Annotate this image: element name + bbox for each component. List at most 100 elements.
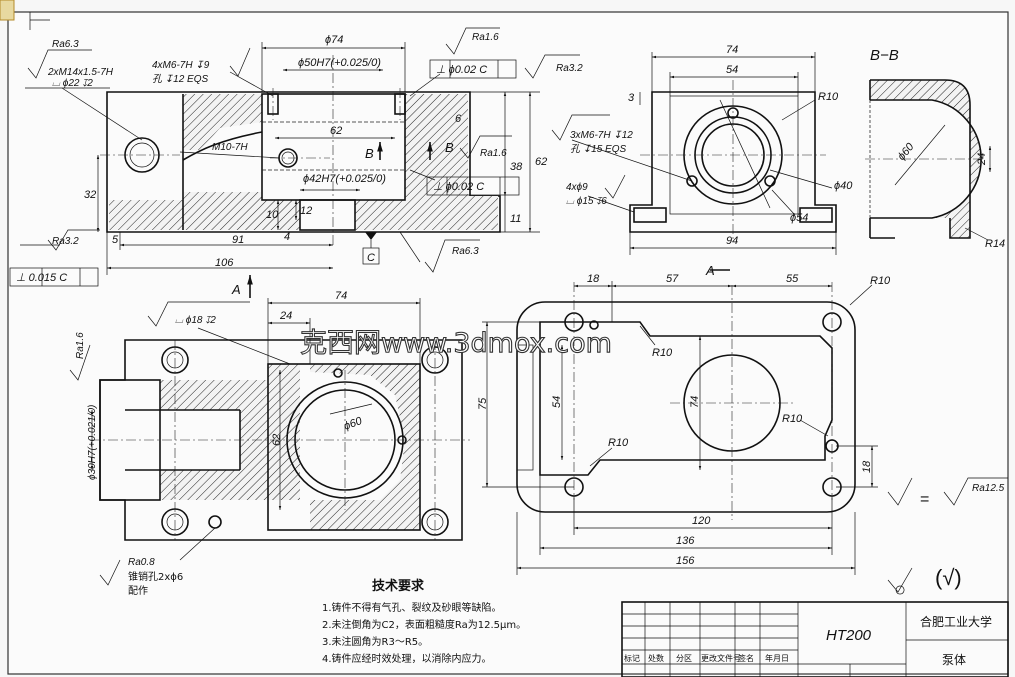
roughness-note: = Ra12.5 (√) — [887, 477, 1008, 595]
title-label-date: 年月日 — [765, 653, 789, 663]
front-dim-32: 32 — [84, 189, 96, 201]
title-label-count: 处数 — [648, 653, 664, 663]
side-dia-40: ϕ40 — [834, 180, 853, 192]
roughness-equals: = — [920, 491, 929, 508]
front-dim-12: 12 — [300, 205, 312, 217]
side-holes-9: 4xϕ9 — [566, 182, 588, 193]
section-bb-dim-24: 24 — [976, 153, 988, 166]
tech-title: 技术要求 — [372, 578, 425, 594]
front-section-b-right: B — [445, 140, 454, 155]
title-label-zone: 分区 — [676, 654, 692, 663]
front-dim-106: 106 — [215, 257, 234, 269]
bottom-r10-c: R10 — [782, 413, 803, 425]
bottom-dim-75: 75 — [477, 397, 489, 410]
title-label-change: 更改文件号 — [701, 653, 741, 663]
corner-tab — [0, 0, 15, 21]
side-dim-54: 54 — [726, 64, 738, 76]
top-pin-note: 锥销孔2xϕ6 — [128, 570, 183, 583]
bottom-dim-54: 54 — [551, 396, 563, 408]
front-dia-50: ϕ50H7(+0.025/0) — [298, 57, 381, 69]
front-rough-16-mid: Ra1.6 — [480, 148, 507, 159]
side-holes-m6-depth: 孔 ↧15 EQS — [570, 143, 627, 155]
tech-item-2: 2.未注倒角为C2，表面粗糙度Ra为12.5μm。 — [322, 618, 526, 631]
front-datum-c: C — [367, 252, 375, 264]
front-perp-tol-bottom: ⊥ 0.015 C — [16, 272, 67, 284]
tech-item-4: 4.铸件应经时效处理，以消除内应力。 — [322, 652, 492, 665]
front-rough-32-left: Ra3.2 — [52, 236, 79, 247]
title-material: HT200 — [826, 627, 872, 644]
top-dim-24: 24 — [279, 310, 292, 322]
top-rough-16: Ra1.6 — [75, 332, 86, 359]
top-spotface: ⌴ ϕ18 ↧2 — [175, 315, 216, 326]
front-dim-5: 5 — [112, 234, 119, 246]
front-perp-tol-top: ⊥ ϕ0.02 C — [436, 64, 487, 76]
side-view: 74 54 3 R10 3xM6-7H ↧12 孔 ↧15 EQS 4xϕ9 ⌴… — [551, 44, 853, 255]
front-view: Ra6.3 2xM14x1.5-7H ⌴ ϕ22 ↧2 4xM6-7H ↧9 孔… — [9, 27, 583, 298]
bottom-dim-18-top: 18 — [587, 273, 600, 285]
bottom-r10-a: R10 — [652, 347, 673, 359]
title-part: 泵体 — [942, 653, 966, 667]
front-rough-63-bottom: Ra6.3 — [452, 246, 479, 257]
roughness-bracket: (√) — [935, 565, 962, 590]
title-label-mark: 标记 — [624, 653, 640, 663]
side-holes-9-spotface: ⌴ ϕ15 ↧6 — [566, 196, 607, 207]
front-dim-91: 91 — [232, 234, 244, 246]
bottom-dim-120: 120 — [692, 515, 711, 527]
sheet-frame — [7, 11, 1009, 675]
front-dim-11: 11 — [510, 213, 521, 225]
front-rough-top-left: Ra6.3 — [52, 39, 79, 50]
front-spotface-note: ⌴ ϕ22 ↧2 — [52, 78, 93, 89]
side-dia-54: ϕ54 — [790, 212, 808, 224]
roughness-ra125: Ra12.5 — [972, 483, 1005, 494]
front-dim-62-inner: 62 — [330, 125, 342, 137]
front-rough-32-right: Ra3.2 — [556, 63, 583, 74]
title-block: HT200 合肥工业大学 泵体 标记 处数 分区 更改文件号 签名 年月日 — [621, 601, 1009, 677]
watermark-text: 克西网www.3dmox.com — [300, 328, 612, 359]
tech-requirements: 技术要求 1.铸件不得有气孔、裂纹及砂眼等缺陷。 2.未注倒角为C2，表面粗糙度… — [322, 578, 526, 665]
top-dim-62: 62 — [271, 434, 283, 446]
bottom-dim-74: 74 — [689, 396, 701, 408]
top-rough-08: Ra0.8 — [128, 557, 155, 568]
section-bb-view: B−B ϕ60 24 R14 — [865, 47, 1005, 250]
section-bb-r14: R14 — [985, 238, 1005, 250]
front-section-b-left: B — [365, 146, 374, 161]
bottom-view: A 18 57 55 R10 R10 R10 R10 75 54 74 18 1… — [477, 263, 891, 575]
front-tapped-holes: 4xM6-7H ↧9 — [152, 60, 210, 71]
front-dia-74: ϕ74 — [325, 34, 343, 46]
bottom-dim-57: 57 — [666, 273, 679, 285]
section-bb-title: B−B — [870, 47, 899, 64]
side-holes-m6: 3xM6-7H ↧12 — [570, 130, 633, 141]
top-dim-74: 74 — [335, 290, 347, 302]
top-view: 74 24 ⌴ ϕ18 ↧2 Ra1.6 ϕ30H7(+0.021/0) 62 … — [69, 290, 470, 597]
bottom-dim-18-right: 18 — [861, 460, 873, 473]
title-school: 合肥工业大学 — [920, 614, 992, 629]
front-rough-16-top: Ra1.6 — [472, 32, 499, 43]
front-thread-m10: M10-7H — [212, 142, 248, 153]
bottom-dim-136: 136 — [676, 535, 695, 547]
bottom-r10-tr: R10 — [870, 275, 891, 287]
tech-item-3: 3.未注圆角为R3～R5。 — [322, 635, 428, 648]
front-perp-tol-mid: ⊥ ϕ0.02 C — [433, 181, 484, 193]
front-dim-62-side: 62 — [535, 156, 547, 168]
front-dim-38: 38 — [510, 161, 523, 173]
tech-item-1: 1.铸件不得有气孔、裂纹及砂眼等缺陷。 — [322, 601, 502, 614]
side-dim-74: 74 — [726, 44, 738, 56]
bottom-r10-b: R10 — [608, 437, 629, 449]
bottom-dim-55: 55 — [786, 273, 799, 285]
title-label-sign: 签名 — [738, 653, 754, 663]
front-dim-6: 6 — [455, 113, 462, 125]
bottom-section-a: A — [705, 263, 715, 278]
front-section-a: A — [231, 282, 241, 297]
bottom-dim-156: 156 — [676, 555, 695, 567]
side-r10: R10 — [818, 91, 839, 103]
top-dia-30: ϕ30H7(+0.021/0) — [87, 405, 98, 480]
front-tapped-holes-depth: 孔 ↧12 EQS — [152, 73, 209, 85]
front-dia-42: ϕ42H7(+0.025/0) — [303, 173, 386, 185]
front-dim-10: 10 — [266, 209, 279, 221]
front-dim-4: 4 — [284, 231, 290, 243]
top-pin-note-sub: 配作 — [128, 585, 148, 597]
side-dim-94: 94 — [726, 235, 738, 247]
side-dim-3: 3 — [628, 92, 635, 104]
front-thread-note: 2xM14x1.5-7H — [47, 67, 114, 78]
